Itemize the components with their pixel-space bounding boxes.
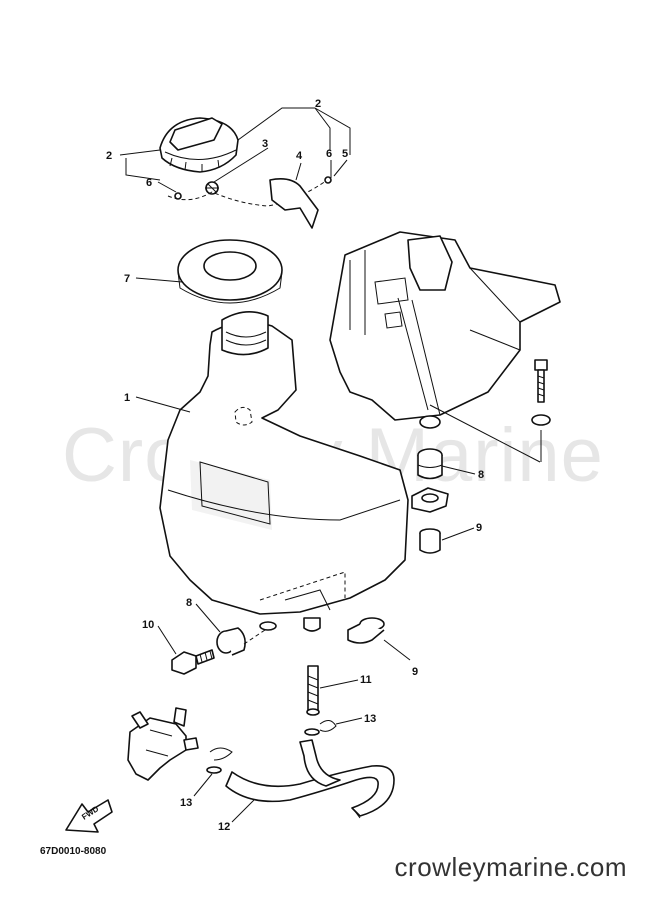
mounting-bolt [534, 359, 548, 403]
diagram-code: 67D0010-8080 [40, 846, 107, 857]
leader-lines [119, 107, 476, 823]
hose-clip-right [304, 720, 337, 736]
callout-8-right: 8 [478, 469, 484, 481]
callout-13-left: 13 [180, 797, 192, 809]
callouts: 2 2 3 4 6 5 6 7 1 8 9 8 10 9 11 13 13 12 [106, 98, 484, 833]
hose-clip-left [206, 747, 233, 774]
callout-11: 11 [360, 674, 372, 686]
callout-6-right: 6 [326, 148, 332, 160]
fuel-cap [159, 117, 239, 173]
callout-1: 1 [124, 392, 130, 404]
washer [531, 414, 551, 426]
fuel-hose [225, 739, 395, 819]
callout-4: 4 [296, 150, 303, 162]
engine-bracket [329, 231, 561, 429]
fuel-cock [127, 707, 199, 781]
site-url-footer: crowleymarine.com [394, 852, 627, 882]
callout-9-right: 9 [476, 522, 482, 534]
tank-mount-bolt [171, 649, 215, 675]
collar-right [419, 528, 441, 554]
callout-13-right: 13 [364, 713, 376, 725]
callout-8-left: 8 [186, 597, 192, 609]
grommet-right [417, 448, 443, 480]
fwd-arrow-icon: FWD [65, 799, 113, 833]
callout-3: 3 [262, 138, 268, 150]
chain-keeper [269, 178, 319, 229]
grommet-left [216, 627, 246, 656]
fuel-tank [159, 311, 409, 615]
cap-chain [167, 176, 332, 207]
callout-6-left: 6 [146, 177, 152, 189]
callout-2-top: 2 [315, 98, 321, 110]
bracket-tab [411, 487, 449, 513]
callout-5: 5 [342, 148, 348, 160]
callout-7: 7 [124, 273, 130, 285]
tank-left-tab-hole [259, 621, 277, 631]
pin [306, 665, 320, 716]
gasket [177, 239, 283, 304]
callout-2-left: 2 [106, 150, 112, 162]
tank-outlet-fitting [303, 617, 321, 632]
bolt-leader-lines [429, 404, 542, 463]
callout-9-lower: 9 [412, 666, 418, 678]
left-mount-leader [243, 627, 269, 645]
collar-lower [347, 617, 385, 644]
callout-10: 10 [142, 619, 154, 631]
callout-12: 12 [218, 821, 230, 833]
